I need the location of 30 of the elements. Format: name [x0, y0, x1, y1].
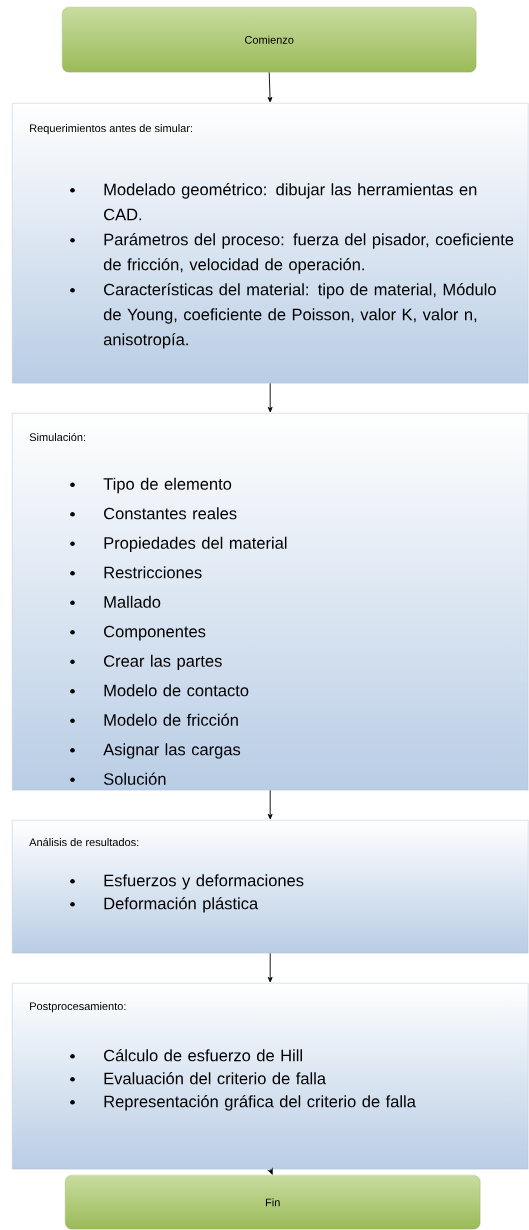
list-item: Esfuerzos y deformaciones	[70, 874, 304, 890]
list-item: Representación gráfica del criterio de falla	[70, 1095, 416, 1111]
arrow	[267, 382, 273, 413]
list-item: Asignar las cargas	[70, 743, 241, 759]
list-item: Deformación plástica	[70, 897, 259, 913]
list-item: Tipo de elemento	[70, 477, 232, 494]
arrow	[267, 789, 273, 820]
list-item: Solución	[70, 772, 166, 785]
terminal-box: Fin	[65, 1175, 481, 1230]
arrow	[267, 71, 273, 103]
box-heading: Simulación:	[29, 432, 86, 442]
list-item: Crear las partes	[70, 654, 222, 671]
list-item: Características del material: tipo de material, Módulo de Young, coeficiente de Poisson, valor K, valor n, anisotropía.	[70, 283, 496, 349]
list-item: Parámetros del proceso: fuerza del pisador, coeficiente de fricción, velocidad de operación.	[70, 233, 514, 274]
arrow	[268, 1168, 273, 1175]
list-item: Componentes	[70, 625, 206, 641]
list-item: Propiedades del material	[70, 536, 287, 553]
arrow	[267, 952, 273, 983]
box-heading: Requerimientos antes de simular:	[30, 124, 192, 135]
terminal-box: Comienzo	[62, 7, 477, 73]
box-heading: Postprocesamiento:	[30, 1002, 126, 1013]
list-item: Mallado	[70, 595, 161, 608]
list-item: Constantes reales	[70, 507, 237, 520]
list-item: Modelo de contacto	[70, 684, 249, 697]
list-item: Evaluación del criterio de falla	[70, 1072, 326, 1085]
box-heading: Análisis de resultados:	[29, 837, 139, 847]
list-item: Modelo de fricción	[70, 713, 238, 726]
list-item: Cálculo de esfuerzo de Hill	[70, 1049, 302, 1062]
list-item: Restricciones	[70, 566, 202, 579]
list-item: Modelado geométrico: dibujar las herramientas en CAD.	[70, 183, 477, 221]
